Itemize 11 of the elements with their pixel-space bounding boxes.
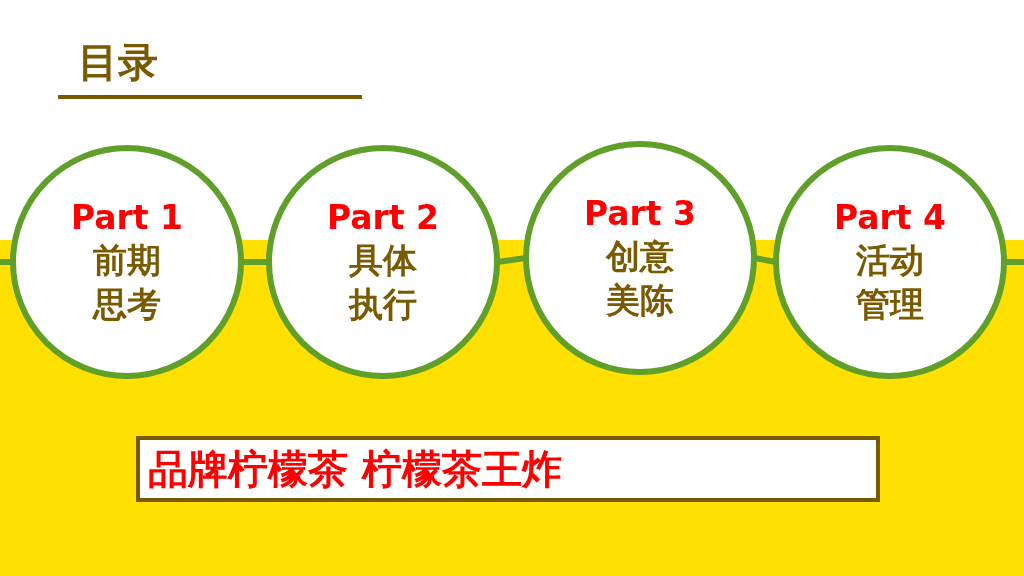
section-title: 创意美陈: [604, 235, 675, 322]
section-title: 具体执行: [347, 239, 418, 326]
section-title: 活动管理: [855, 239, 925, 326]
part-number: Part 4: [833, 198, 947, 238]
banner-text: 品牌柠檬茶 柠檬茶王炸: [148, 444, 562, 494]
part-number: Part 1: [70, 198, 184, 238]
part-number: Part 2: [326, 198, 440, 238]
part-number: Part 3: [583, 194, 697, 234]
title: 目录: [78, 38, 158, 87]
section-title: 前期思考: [91, 239, 162, 326]
banner-box: [136, 436, 880, 502]
